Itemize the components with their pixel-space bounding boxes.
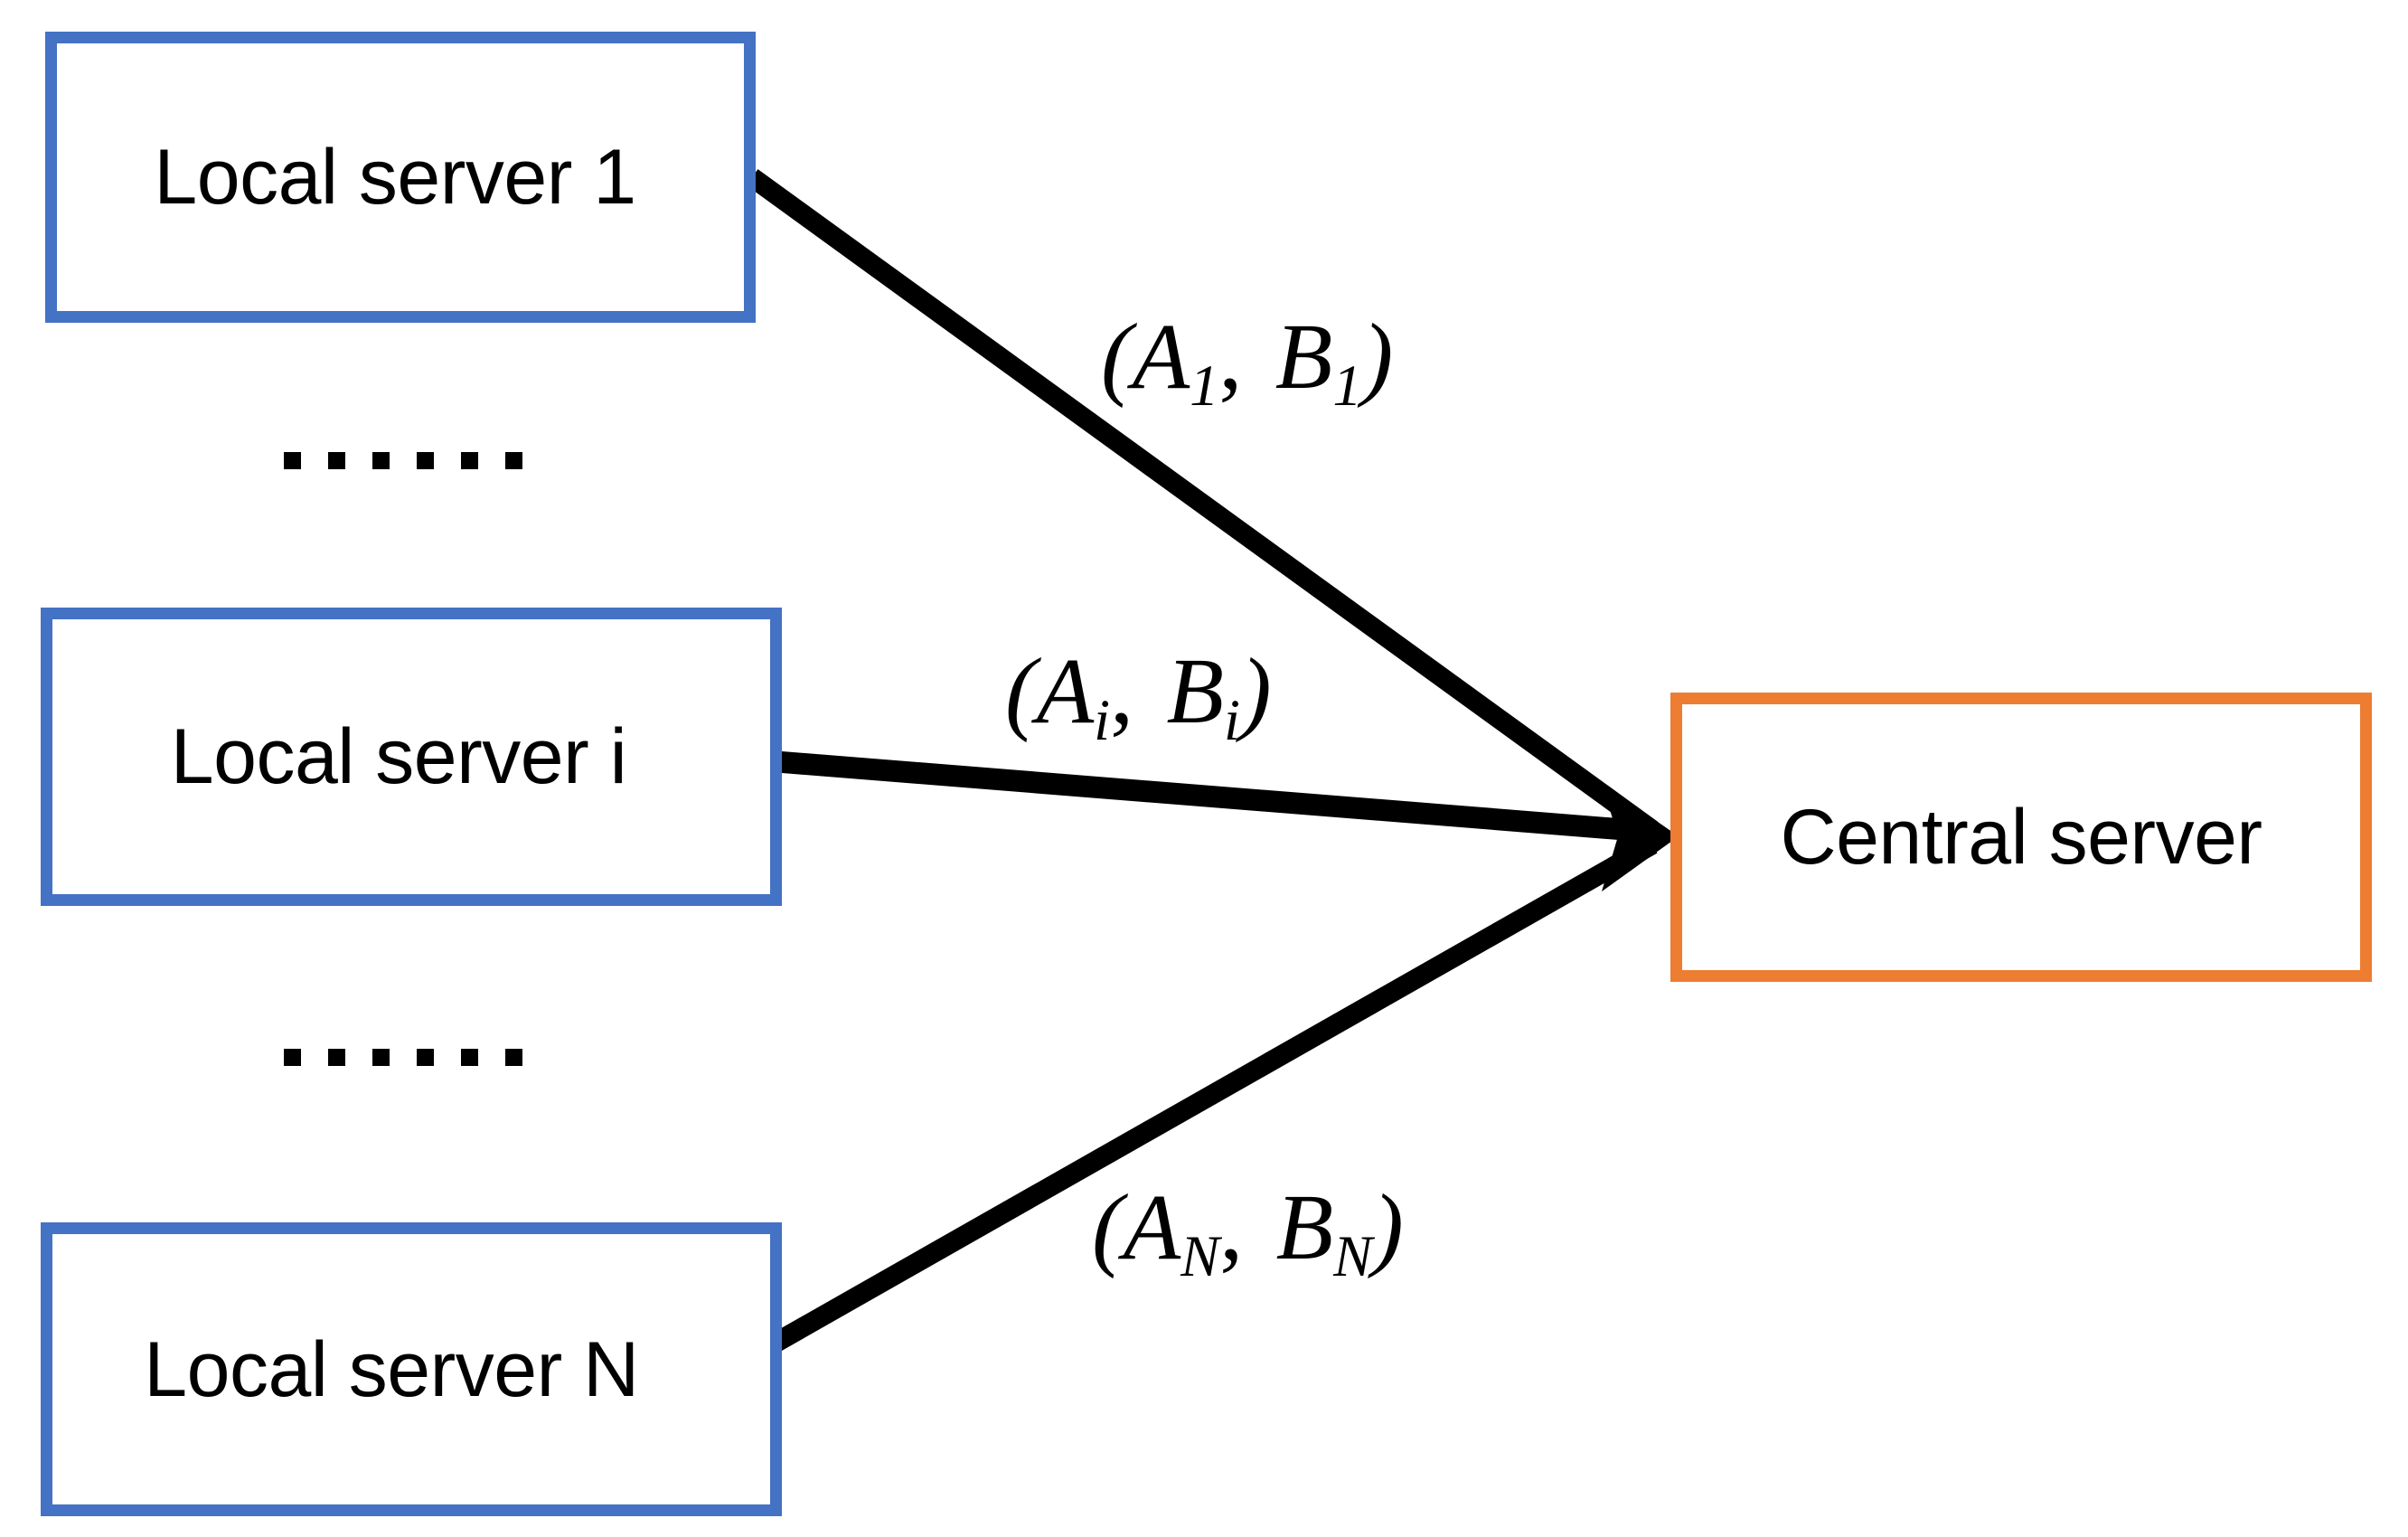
ellipsis-dot [284, 1049, 301, 1066]
node-local-server-1[interactable]: Local server 1 [45, 32, 756, 323]
ellipsis-bottom [284, 1049, 522, 1066]
edge-label-i-close: ) [1239, 639, 1272, 743]
ellipsis-dot [417, 452, 434, 469]
node-local-server-n-label: Local server N [144, 1325, 639, 1413]
edge-label-i-a-sub: i [1094, 688, 1111, 753]
edge-label-1-close: ) [1361, 305, 1394, 409]
ellipsis-dot [328, 1049, 345, 1066]
ellipsis-dot [505, 1049, 522, 1066]
arrowhead-icon [1602, 783, 1679, 891]
ellipsis-top [284, 452, 522, 469]
edge-label-i-b: B [1166, 639, 1225, 743]
edge-label-n-a-sub: N [1180, 1224, 1220, 1289]
edge-label-i-comma: , [1110, 639, 1134, 743]
edge-line-from-local-i [748, 749, 1652, 843]
edge-label-1-a: A [1132, 305, 1190, 409]
ellipsis-dot [461, 452, 478, 469]
edge-label-local-server-n: (AN, BN) [1092, 1181, 1404, 1287]
ellipsis-dot [372, 1049, 390, 1066]
ellipsis-dot [417, 1049, 434, 1066]
ellipsis-dot [328, 452, 345, 469]
edge-label-i-a: A [1036, 639, 1095, 743]
node-central-server-label: Central server [1780, 794, 2262, 881]
node-central-server[interactable]: Central server [1670, 693, 2372, 982]
edge-label-local-server-i: (Ai, Bi) [1005, 645, 1272, 750]
edge-label-1-comma: , [1218, 305, 1243, 409]
edge-label-1-b: B [1275, 305, 1333, 409]
node-local-server-i[interactable]: Local server i [41, 608, 782, 906]
ellipsis-dot [505, 452, 522, 469]
ellipsis-dot [284, 452, 301, 469]
edge-label-n-b-sub: N [1333, 1224, 1373, 1289]
ellipsis-dot [461, 1049, 478, 1066]
edge-label-local-server-1: (A1, B1) [1101, 310, 1393, 416]
ellipsis-dot [372, 452, 390, 469]
edge-label-n-open: ( [1092, 1175, 1124, 1279]
edge-label-n-b: B [1275, 1175, 1334, 1279]
edge-label-i-open: ( [1005, 639, 1037, 743]
node-local-server-n[interactable]: Local server N [41, 1222, 782, 1516]
edge-label-n-a: A [1123, 1175, 1181, 1279]
node-local-server-i-label: Local server i [170, 713, 627, 800]
node-local-server-1-label: Local server 1 [154, 134, 636, 221]
edge-label-1-open: ( [1101, 305, 1133, 409]
edge-label-1-a-sub: 1 [1190, 354, 1219, 419]
edge-label-n-comma: , [1219, 1175, 1244, 1279]
edge-label-1-b-sub: 1 [1332, 354, 1362, 419]
edge-label-n-close: ) [1372, 1175, 1404, 1279]
edge-label-i-b-sub: i [1224, 688, 1240, 753]
